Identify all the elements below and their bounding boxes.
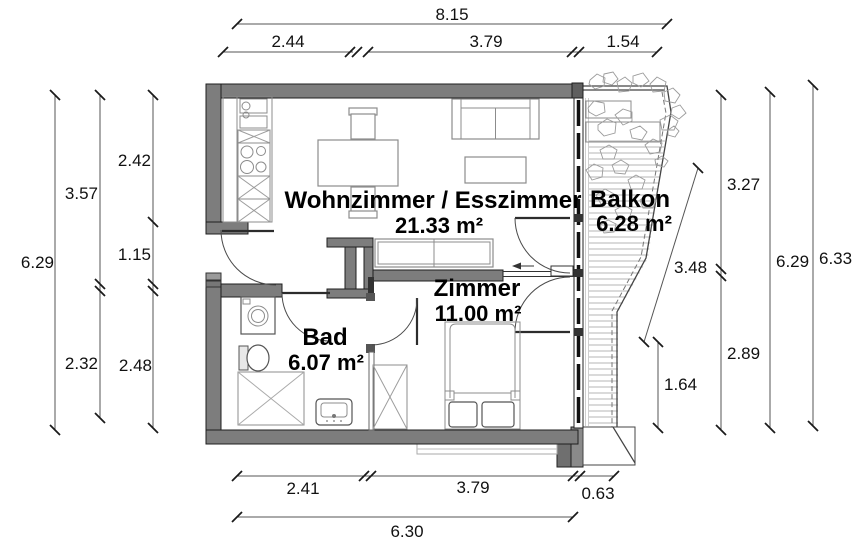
wall-left-lower xyxy=(205,282,222,433)
wall-pillar-top-right xyxy=(571,82,584,99)
door-jamb-upper xyxy=(366,293,375,301)
dim-right-slant: 3.48 xyxy=(674,258,707,277)
entry-sill-1 xyxy=(205,272,222,281)
window-band-balcony-wall xyxy=(573,97,584,429)
dim-bottom-seg3: 0.63 xyxy=(581,484,614,503)
dim-top-seg2: 3.79 xyxy=(469,32,502,51)
dim-left-inner-lower: 2.48 xyxy=(119,356,152,375)
pillow-left xyxy=(448,401,478,428)
wall-left-upper xyxy=(205,83,222,229)
shower xyxy=(237,371,305,426)
room-area-bedroom: 11.00 m² xyxy=(435,301,522,326)
wall-entry-stub xyxy=(205,221,249,235)
balcony-step xyxy=(556,426,636,468)
dining-chair-bottom xyxy=(350,186,376,213)
window-mullion-2 xyxy=(574,269,583,277)
room-area-balcony: 6.28 m² xyxy=(596,211,672,236)
dim-right-upper: 3.27 xyxy=(727,175,760,194)
room-label-balcony: Balkon xyxy=(590,186,670,213)
kitchen-cooktop xyxy=(237,142,271,177)
bedroom-door-arc xyxy=(371,297,418,346)
sofa xyxy=(451,98,540,140)
kitchen-cabinet-x3 xyxy=(237,198,271,223)
kitchen xyxy=(222,96,273,223)
washing-machine xyxy=(240,296,276,335)
dim-right-bottom: 1.64 xyxy=(664,375,697,394)
dim-right-total-outer: 6.33 xyxy=(819,249,852,268)
dim-left-inner-mid: 1.15 xyxy=(118,245,151,264)
wall-pocket-west xyxy=(344,246,357,291)
window-mullion-1 xyxy=(574,214,583,222)
dim-right-lower: 2.89 xyxy=(727,344,760,363)
dim-bottom-seg1: 2.41 xyxy=(286,479,319,498)
room-label-bath: Bad xyxy=(302,324,347,351)
toilet xyxy=(238,344,270,372)
bathroom-fixtures xyxy=(237,296,353,426)
wardrobe xyxy=(372,364,408,430)
dim-bottom-seg2: 3.79 xyxy=(456,478,489,497)
coffee-table xyxy=(464,156,527,184)
kitchen-faucet xyxy=(241,101,251,111)
kitchen-sink-basin-2 xyxy=(239,115,268,129)
balcony-door-living-arc xyxy=(514,217,571,274)
dimensions: 8.15 2.44 3.79 1.54 6.29 3.57 2.32 2.42 … xyxy=(21,5,852,541)
sliding-arrow-head xyxy=(512,262,521,270)
dining-chair-bottom-back xyxy=(348,210,378,219)
dim-left-inner-upper: 2.42 xyxy=(118,151,151,170)
room-area-bath: 6.07 m² xyxy=(288,350,364,375)
walls xyxy=(205,82,584,445)
living-furniture xyxy=(317,98,540,268)
bedroom-furniture xyxy=(372,321,521,430)
balcony-drain-strip xyxy=(583,98,589,426)
windows xyxy=(503,97,584,429)
room-label-bedroom: Zimmer xyxy=(434,275,521,302)
wall-bottom xyxy=(205,429,579,445)
sideboard xyxy=(374,238,494,268)
room-area-living: 21.33 m² xyxy=(395,213,483,238)
door-jamb-lower xyxy=(366,344,375,353)
sliding-door-panel xyxy=(550,265,574,277)
dim-bottom-total: 6.30 xyxy=(390,522,423,541)
dim-top-seg3: 1.54 xyxy=(606,32,639,51)
balcony-decking xyxy=(589,140,665,426)
wall-top xyxy=(205,83,578,99)
room-label-living: Wohnzimmer / Esszimmer xyxy=(285,187,582,214)
entry-sill-2 xyxy=(205,280,222,288)
dining-table xyxy=(317,139,399,187)
plants xyxy=(585,71,687,234)
wall-partition-connector xyxy=(368,277,374,294)
dining-chair-top xyxy=(350,113,376,140)
balcony-railing xyxy=(611,91,667,427)
room-labels: Wohnzimmer / Esszimmer 21.33 m² Balkon 6… xyxy=(285,186,672,375)
dim-left-lower: 2.32 xyxy=(65,354,98,373)
balcony-edge xyxy=(583,85,672,427)
balcony-door-bedroom-arc xyxy=(514,276,571,333)
doors xyxy=(220,216,571,346)
kitchen-cabinet-x2 xyxy=(237,175,271,200)
dim-left-total: 6.29 xyxy=(21,253,54,272)
bath-sink xyxy=(315,398,353,426)
dim-right-total-inner: 6.29 xyxy=(776,252,809,271)
dim-top-seg1: 2.44 xyxy=(271,32,304,51)
bath-door-arc xyxy=(281,292,331,342)
dim-left-upper: 3.57 xyxy=(65,184,98,203)
wall-pocket-top xyxy=(326,237,374,248)
balcony xyxy=(416,71,687,468)
kitchen-cabinet-x1 xyxy=(237,129,271,144)
balcony-planter xyxy=(585,100,632,119)
window-mullion-3 xyxy=(574,328,583,336)
wall-partition-bath-bedroom xyxy=(368,351,375,431)
kitchen-faucet-2 xyxy=(242,111,250,119)
bed xyxy=(444,321,521,430)
dim-top-total: 8.15 xyxy=(435,5,468,24)
entry-door-arc xyxy=(220,229,277,286)
wall-bath-north xyxy=(220,283,283,298)
balcony-planter-2 xyxy=(585,121,661,143)
pillow-right xyxy=(481,401,515,428)
kitchen-sink-basin-1 xyxy=(239,98,268,114)
